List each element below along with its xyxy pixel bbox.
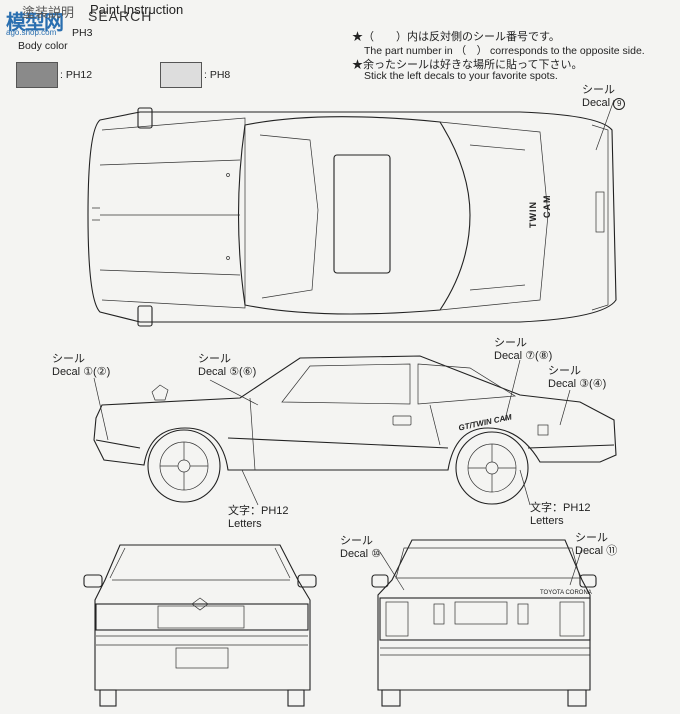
note-1-jp: ★（ ）内は反対側のシール番号です。	[352, 31, 560, 43]
title-jp: 塗装説明	[22, 5, 75, 20]
ph-main-code: PH3	[72, 27, 93, 39]
callout-decal-11-jp: シール	[575, 532, 608, 544]
callout-decal-9-jp: シール	[582, 84, 615, 96]
callout-letters-right-en: Letters	[530, 515, 564, 527]
swatch-light-gray	[160, 62, 202, 88]
callout-letters-right-jp: 文字：PH12	[530, 502, 591, 514]
callout-letters-left-en: Letters	[228, 518, 262, 530]
rear-toyota-text: TOYOTA CORONA	[540, 590, 592, 596]
callout-letters-left-jp: 文字：PH12	[228, 505, 289, 517]
title-en: Paint Instruction	[90, 2, 184, 17]
logo-sub-text: ago.shop.com	[6, 28, 57, 37]
callout-decal-10-jp: シール	[340, 535, 373, 547]
callout-decal-7-8-en: Decal ⑦(⑧)	[494, 350, 553, 362]
rear-view-car	[371, 539, 597, 707]
top-view-car	[87, 99, 617, 327]
callout-decal-3-4-jp: シール	[548, 365, 581, 377]
side-view-car	[93, 355, 617, 506]
roof-cam-text: CAM	[542, 194, 552, 219]
callout-decal-9-en: Decal 9	[582, 97, 626, 110]
swatch-dark-code: : PH12	[60, 69, 93, 81]
callout-decal-7-8-jp: シール	[494, 337, 527, 349]
note-1-en: The part number in （ ） corresponds to th…	[364, 45, 645, 57]
body-color-label: Body color	[18, 40, 68, 52]
swatch-light-code: : PH8	[204, 69, 231, 81]
logo-main-text: 模型网	[6, 10, 64, 34]
roof-twin-text: TWIN	[528, 201, 538, 228]
site-logo: 模型网 ago.shop.com	[6, 6, 68, 38]
callout-decal-11-en: Decal ⑪	[575, 545, 618, 557]
swatch-dark-gray	[16, 62, 58, 88]
callout-decal-10-en: Decal ⑩	[340, 548, 382, 560]
front-view-car	[83, 544, 317, 707]
note-2-jp: ★余ったシールは好きな場所に貼って下さい。	[352, 59, 583, 71]
callout-decal-5-6-jp: シール	[198, 353, 231, 365]
callout-decal-3-4-en: Decal ③(④)	[548, 378, 607, 390]
note-2-en: Stick the left decals to your favorite s…	[364, 70, 558, 82]
callout-decal-1-2-jp: シール	[52, 353, 85, 365]
callout-decal-5-6-en: Decal ⑤(⑥)	[198, 366, 257, 378]
callout-decal-1-2-en: Decal ①(②)	[52, 366, 111, 378]
watermark-search: SEARCH	[88, 8, 153, 24]
